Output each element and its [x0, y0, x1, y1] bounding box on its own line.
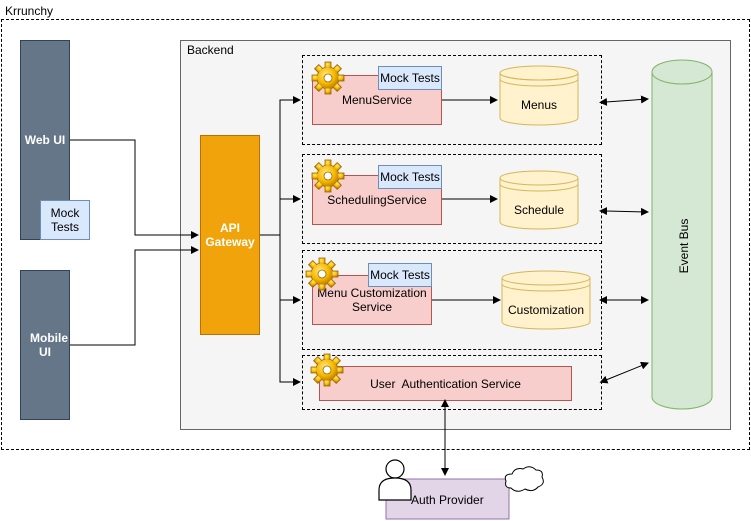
cloud-icon: [504, 466, 544, 492]
event-bus: [651, 59, 713, 410]
backend-label: Backend: [187, 43, 234, 57]
auth-service: User Authentication Service: [319, 366, 572, 401]
gear-icon: [311, 61, 345, 95]
gear-icon: [305, 257, 339, 291]
auth-service-label: User Authentication Service: [370, 376, 521, 391]
outer-label: Krrunchy: [5, 4, 54, 18]
gear-icon: [311, 159, 345, 193]
gear-icon: [310, 353, 344, 387]
mobile-ui-client: Mobile UI: [20, 270, 70, 420]
event-bus-label: Event Bus: [677, 218, 691, 274]
menus-database: [499, 65, 579, 126]
customization-service: Menu Customization Service: [312, 275, 432, 325]
user-icon: [378, 459, 412, 501]
gateway-to-auth-connector: [260, 234, 301, 386]
menu-bus-connector: [599, 95, 649, 106]
auth-provider-label: Auth Provider: [411, 493, 484, 507]
schedule-database: [499, 170, 579, 230]
mobile-ui-label: Mobile UI: [30, 331, 68, 359]
auth-bus-connector: [599, 361, 649, 384]
api-gateway-label: API Gateway: [205, 221, 255, 249]
web-mock-tests: Mock Tests: [40, 200, 90, 240]
api-gateway: API Gateway: [200, 135, 260, 335]
schedule-db-label: Schedule: [513, 203, 565, 217]
scheduling-bus-connector: [599, 207, 649, 216]
customization-mock-tests: Mock Tests: [368, 263, 432, 287]
web-to-gateway-connector: [70, 139, 199, 239]
mobile-to-gateway-connector: [70, 246, 199, 346]
outer-boundary: [1, 19, 750, 450]
gateway-to-scheduling-connector: [260, 195, 301, 236]
menus-db-label: Menus: [520, 98, 558, 112]
web-mock-tests-label: Mock Tests: [50, 206, 80, 234]
menu-mock-tests: Mock Tests: [378, 66, 442, 90]
customization-db-label: Customization: [507, 303, 585, 317]
customization-database: [501, 270, 591, 330]
scheduling-mock-tests: Mock Tests: [378, 165, 442, 189]
customization-service-label: Menu Customization Service: [317, 286, 427, 314]
